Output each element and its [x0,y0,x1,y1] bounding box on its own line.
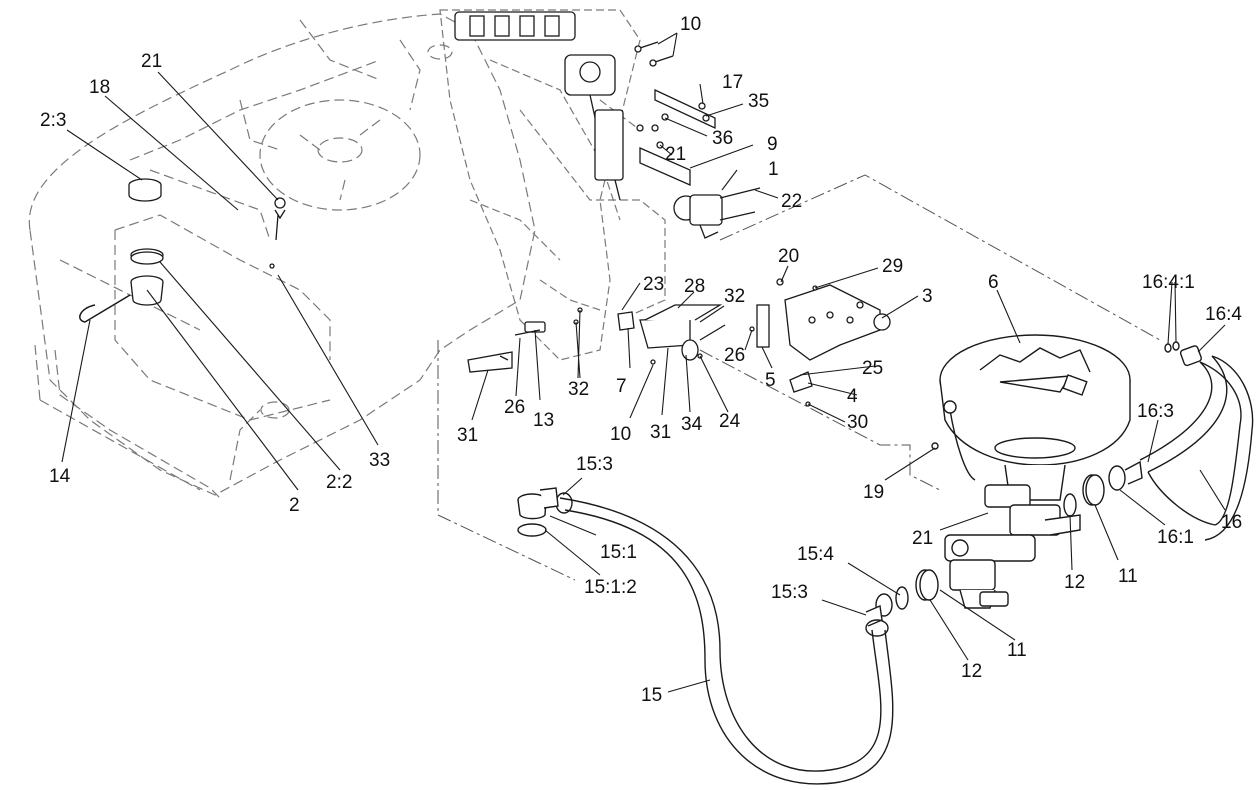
callout-24: 24 [719,411,741,432]
leader-lines [61,32,1226,693]
callout-6: 6 [988,272,999,293]
callout-26: 26 [504,397,525,418]
frame-phantom [439,9,666,361]
inductor-valve-body [944,484,1081,609]
mounting-brackets [636,88,716,186]
callout-5: 5 [765,370,776,391]
callout-23: 23 [643,274,664,295]
callout-36: 36 [712,128,733,149]
callout-15-3: 15:3 [576,454,613,475]
valve-assembly-1 [673,187,761,239]
callout-35: 35 [748,91,769,112]
valve-manifold [454,11,624,201]
callout-12: 12 [1064,572,1085,593]
callout-15-1-2: 15:1:2 [584,577,637,598]
callout-9: 9 [767,134,778,155]
callout-13: 13 [533,410,554,431]
callouts: 10 17 35 21 18 2:3 36 9 21 1 22 20 29 3 … [40,14,1242,706]
center-hardware [467,304,726,373]
callout-2-3: 2:3 [40,110,66,131]
callout-14: 14 [49,466,71,487]
cleaner-bracket [749,278,891,407]
callout-2: 2 [289,495,300,516]
tank-phantom [28,13,536,499]
callout-34: 34 [681,414,703,435]
callout-19: 19 [863,482,884,503]
callout-32: 32 [568,379,589,400]
hose-16 [1139,355,1254,541]
callout-32: 32 [724,286,745,307]
hose-15 [555,492,894,785]
elbow-fitting [517,487,559,537]
callout-12: 12 [961,661,982,682]
hose-fittings [865,341,1202,627]
callout-15-4: 15:4 [797,544,834,565]
callout-15-1: 15:1 [600,542,637,563]
callout-17: 17 [722,72,743,93]
callout-22: 22 [781,191,802,212]
callout-29: 29 [882,256,903,277]
callout-15-3: 15:3 [771,582,808,603]
callout-21: 21 [665,144,686,165]
callout-4: 4 [847,386,858,407]
callout-25: 25 [862,358,883,379]
callout-3: 3 [922,286,933,307]
callout-21: 21 [141,51,162,72]
callout-16: 16 [1221,512,1242,533]
callout-1: 1 [768,159,779,180]
callout-11: 11 [1007,640,1027,661]
callout-11: 11 [1118,566,1138,587]
callout-28: 28 [684,276,705,297]
inductor-bowl [931,334,1131,501]
callout-21: 21 [912,528,933,549]
callout-16-1: 16:1 [1157,527,1194,548]
callout-16-4-1: 16:4:1 [1142,272,1195,293]
callout-15: 15 [641,685,662,706]
callout-7: 7 [616,376,627,397]
callout-16-3: 16:3 [1137,401,1174,422]
callout-20: 20 [778,246,799,267]
callout-10: 10 [610,424,631,445]
bolts-10 [634,41,674,67]
assembly-reference-lines [437,174,1161,581]
callout-31: 31 [457,425,478,446]
callout-2-2: 2:2 [326,472,352,493]
callout-16-4: 16:4 [1205,304,1242,325]
tank-lid-parts [79,178,286,323]
callout-10: 10 [680,14,701,35]
callout-26: 26 [724,345,745,366]
callout-33: 33 [369,450,390,471]
callout-18: 18 [89,77,110,98]
callout-31: 31 [650,422,671,443]
callout-30: 30 [847,412,868,433]
